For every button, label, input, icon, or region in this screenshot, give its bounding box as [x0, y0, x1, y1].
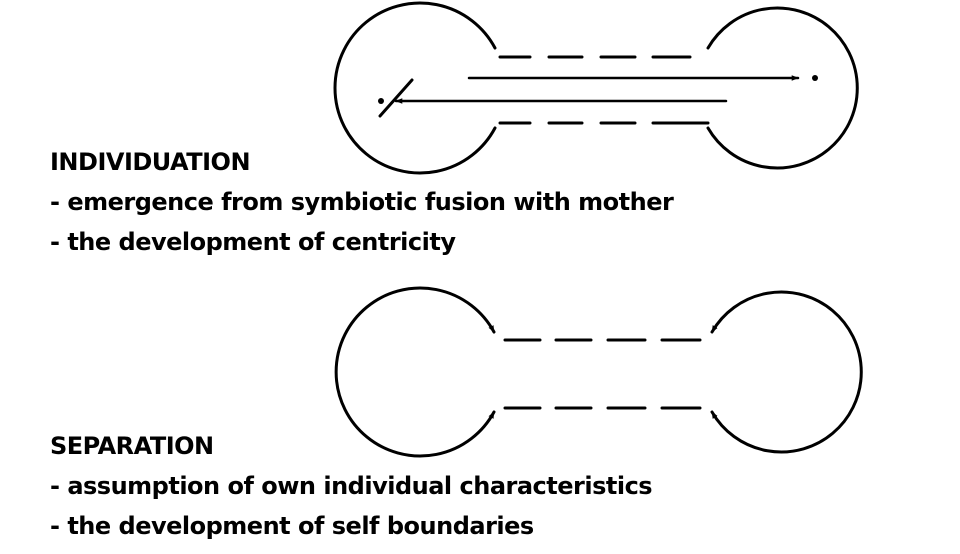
right-center-dot [812, 75, 818, 81]
right-bulb-outline [706, 6, 859, 170]
separation-heading: SEPARATION [50, 432, 214, 460]
individuation-text: INDIVIDUATION - emergence from symbiotic… [50, 148, 674, 256]
separation-point: - assumption of own individual character… [50, 472, 653, 500]
individuation-diagram [333, 1, 859, 175]
individuation-heading: INDIVIDUATION [50, 148, 251, 176]
left-bulb-top [378, 78, 414, 118]
individuation-point: - the development of centricity [50, 228, 456, 256]
separation-point: - the development of self boundaries [50, 512, 534, 540]
individuation-point: - emergence from symbiotic fusion with m… [50, 188, 674, 216]
left-loop [334, 286, 496, 458]
separation-diagram [334, 286, 863, 458]
left-bulb-outline [333, 1, 497, 175]
separation-text: SEPARATION - assumption of own individua… [50, 432, 653, 540]
right-loop [710, 290, 863, 454]
left-center-dot [378, 98, 384, 104]
